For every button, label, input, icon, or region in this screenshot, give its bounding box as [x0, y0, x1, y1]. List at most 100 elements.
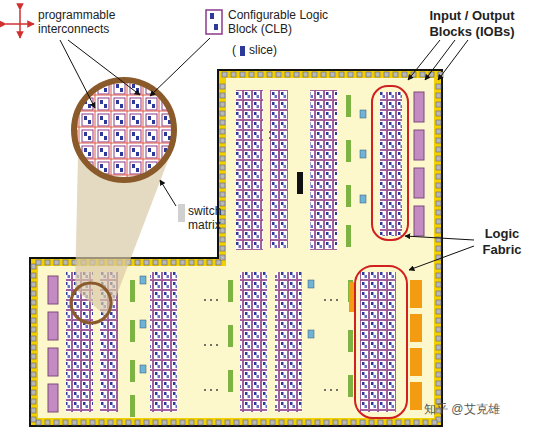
iob-bar — [414, 168, 424, 198]
io-pad — [312, 72, 317, 77]
clb-column — [150, 272, 177, 412]
io-pad — [220, 183, 225, 188]
io-pad — [220, 93, 225, 98]
io-pad — [339, 72, 344, 77]
dsp-bar — [130, 360, 135, 382]
clb-column — [270, 148, 288, 248]
io-pad — [31, 417, 36, 422]
io-pad — [429, 72, 434, 77]
iob-bar-orange — [410, 382, 422, 410]
io-pad — [267, 72, 272, 77]
io-pad — [405, 420, 410, 425]
dsp-bar — [228, 370, 233, 392]
io-pad — [198, 260, 203, 265]
io-pad — [240, 72, 245, 77]
iob-bar — [48, 276, 58, 304]
ram-block — [360, 110, 366, 118]
iob-bar-orange — [410, 314, 422, 342]
watermark: 知乎 @艾克雄 — [424, 402, 500, 416]
io-pad — [171, 260, 176, 265]
io-pad — [117, 420, 122, 425]
io-pad — [231, 72, 236, 77]
io-pad — [31, 300, 36, 305]
io-pad — [420, 72, 425, 77]
dsp-bar — [130, 320, 135, 342]
io-pad — [436, 174, 441, 179]
io-pad — [436, 318, 441, 323]
label: programmable interconnects — [38, 8, 163, 36]
io-pad — [330, 72, 335, 77]
dsp-bar — [346, 140, 351, 162]
io-pad — [63, 260, 68, 265]
io-pad — [366, 72, 371, 77]
io-pad — [31, 372, 36, 377]
io-pad — [220, 246, 225, 251]
io-pad — [342, 420, 347, 425]
label: Logic Fabric — [474, 226, 530, 258]
clb-column — [275, 272, 302, 412]
io-pad — [436, 264, 441, 269]
ram-block — [308, 330, 314, 338]
io-pad — [436, 111, 441, 116]
io-pad — [180, 260, 185, 265]
io-pad — [348, 72, 353, 77]
io-pad — [198, 420, 203, 425]
io-pad — [270, 420, 275, 425]
clb-column — [236, 90, 263, 250]
io-pad — [436, 156, 441, 161]
ram-block — [140, 276, 146, 284]
io-pad — [436, 201, 441, 206]
io-pad — [436, 354, 441, 359]
iob-bar — [414, 130, 424, 160]
io-pad — [31, 363, 36, 368]
io-pad — [81, 420, 86, 425]
io-pad — [216, 260, 221, 265]
io-pad — [31, 381, 36, 386]
io-pad — [54, 260, 59, 265]
io-pad — [436, 381, 441, 386]
io-pad — [153, 260, 158, 265]
io-pad — [31, 318, 36, 323]
io-pad — [396, 420, 401, 425]
io-pad — [436, 210, 441, 215]
io-pad — [222, 72, 227, 77]
io-pad — [369, 420, 374, 425]
io-pad — [436, 336, 441, 341]
io-pad — [171, 420, 176, 425]
io-pad — [436, 102, 441, 107]
io-pad — [180, 420, 185, 425]
io-pad — [315, 420, 320, 425]
io-pad — [36, 260, 41, 265]
io-pad — [375, 72, 380, 77]
io-pad — [436, 363, 441, 368]
io-pad — [220, 84, 225, 89]
io-pad — [31, 336, 36, 341]
io-pad — [144, 420, 149, 425]
io-pad — [436, 300, 441, 305]
io-pad — [249, 72, 254, 77]
io-pad — [220, 255, 225, 260]
io-pad — [72, 420, 77, 425]
ram-block — [360, 150, 366, 158]
io-pad — [288, 420, 293, 425]
clb-column — [310, 90, 337, 250]
io-pad — [220, 129, 225, 134]
io-pad — [436, 219, 441, 224]
dsp-bar — [346, 185, 351, 207]
io-pad — [436, 147, 441, 152]
label: slice) — [249, 43, 277, 57]
io-pad — [436, 183, 441, 188]
io-pad — [63, 420, 68, 425]
io-pad — [432, 420, 437, 425]
io-pad — [436, 165, 441, 170]
io-pad — [108, 420, 113, 425]
io-pad — [436, 372, 441, 377]
io-pad — [31, 282, 36, 287]
io-pad — [45, 420, 50, 425]
io-pad — [436, 282, 441, 287]
ram-block — [140, 365, 146, 373]
ram-block — [308, 280, 314, 288]
io-pad — [135, 260, 140, 265]
